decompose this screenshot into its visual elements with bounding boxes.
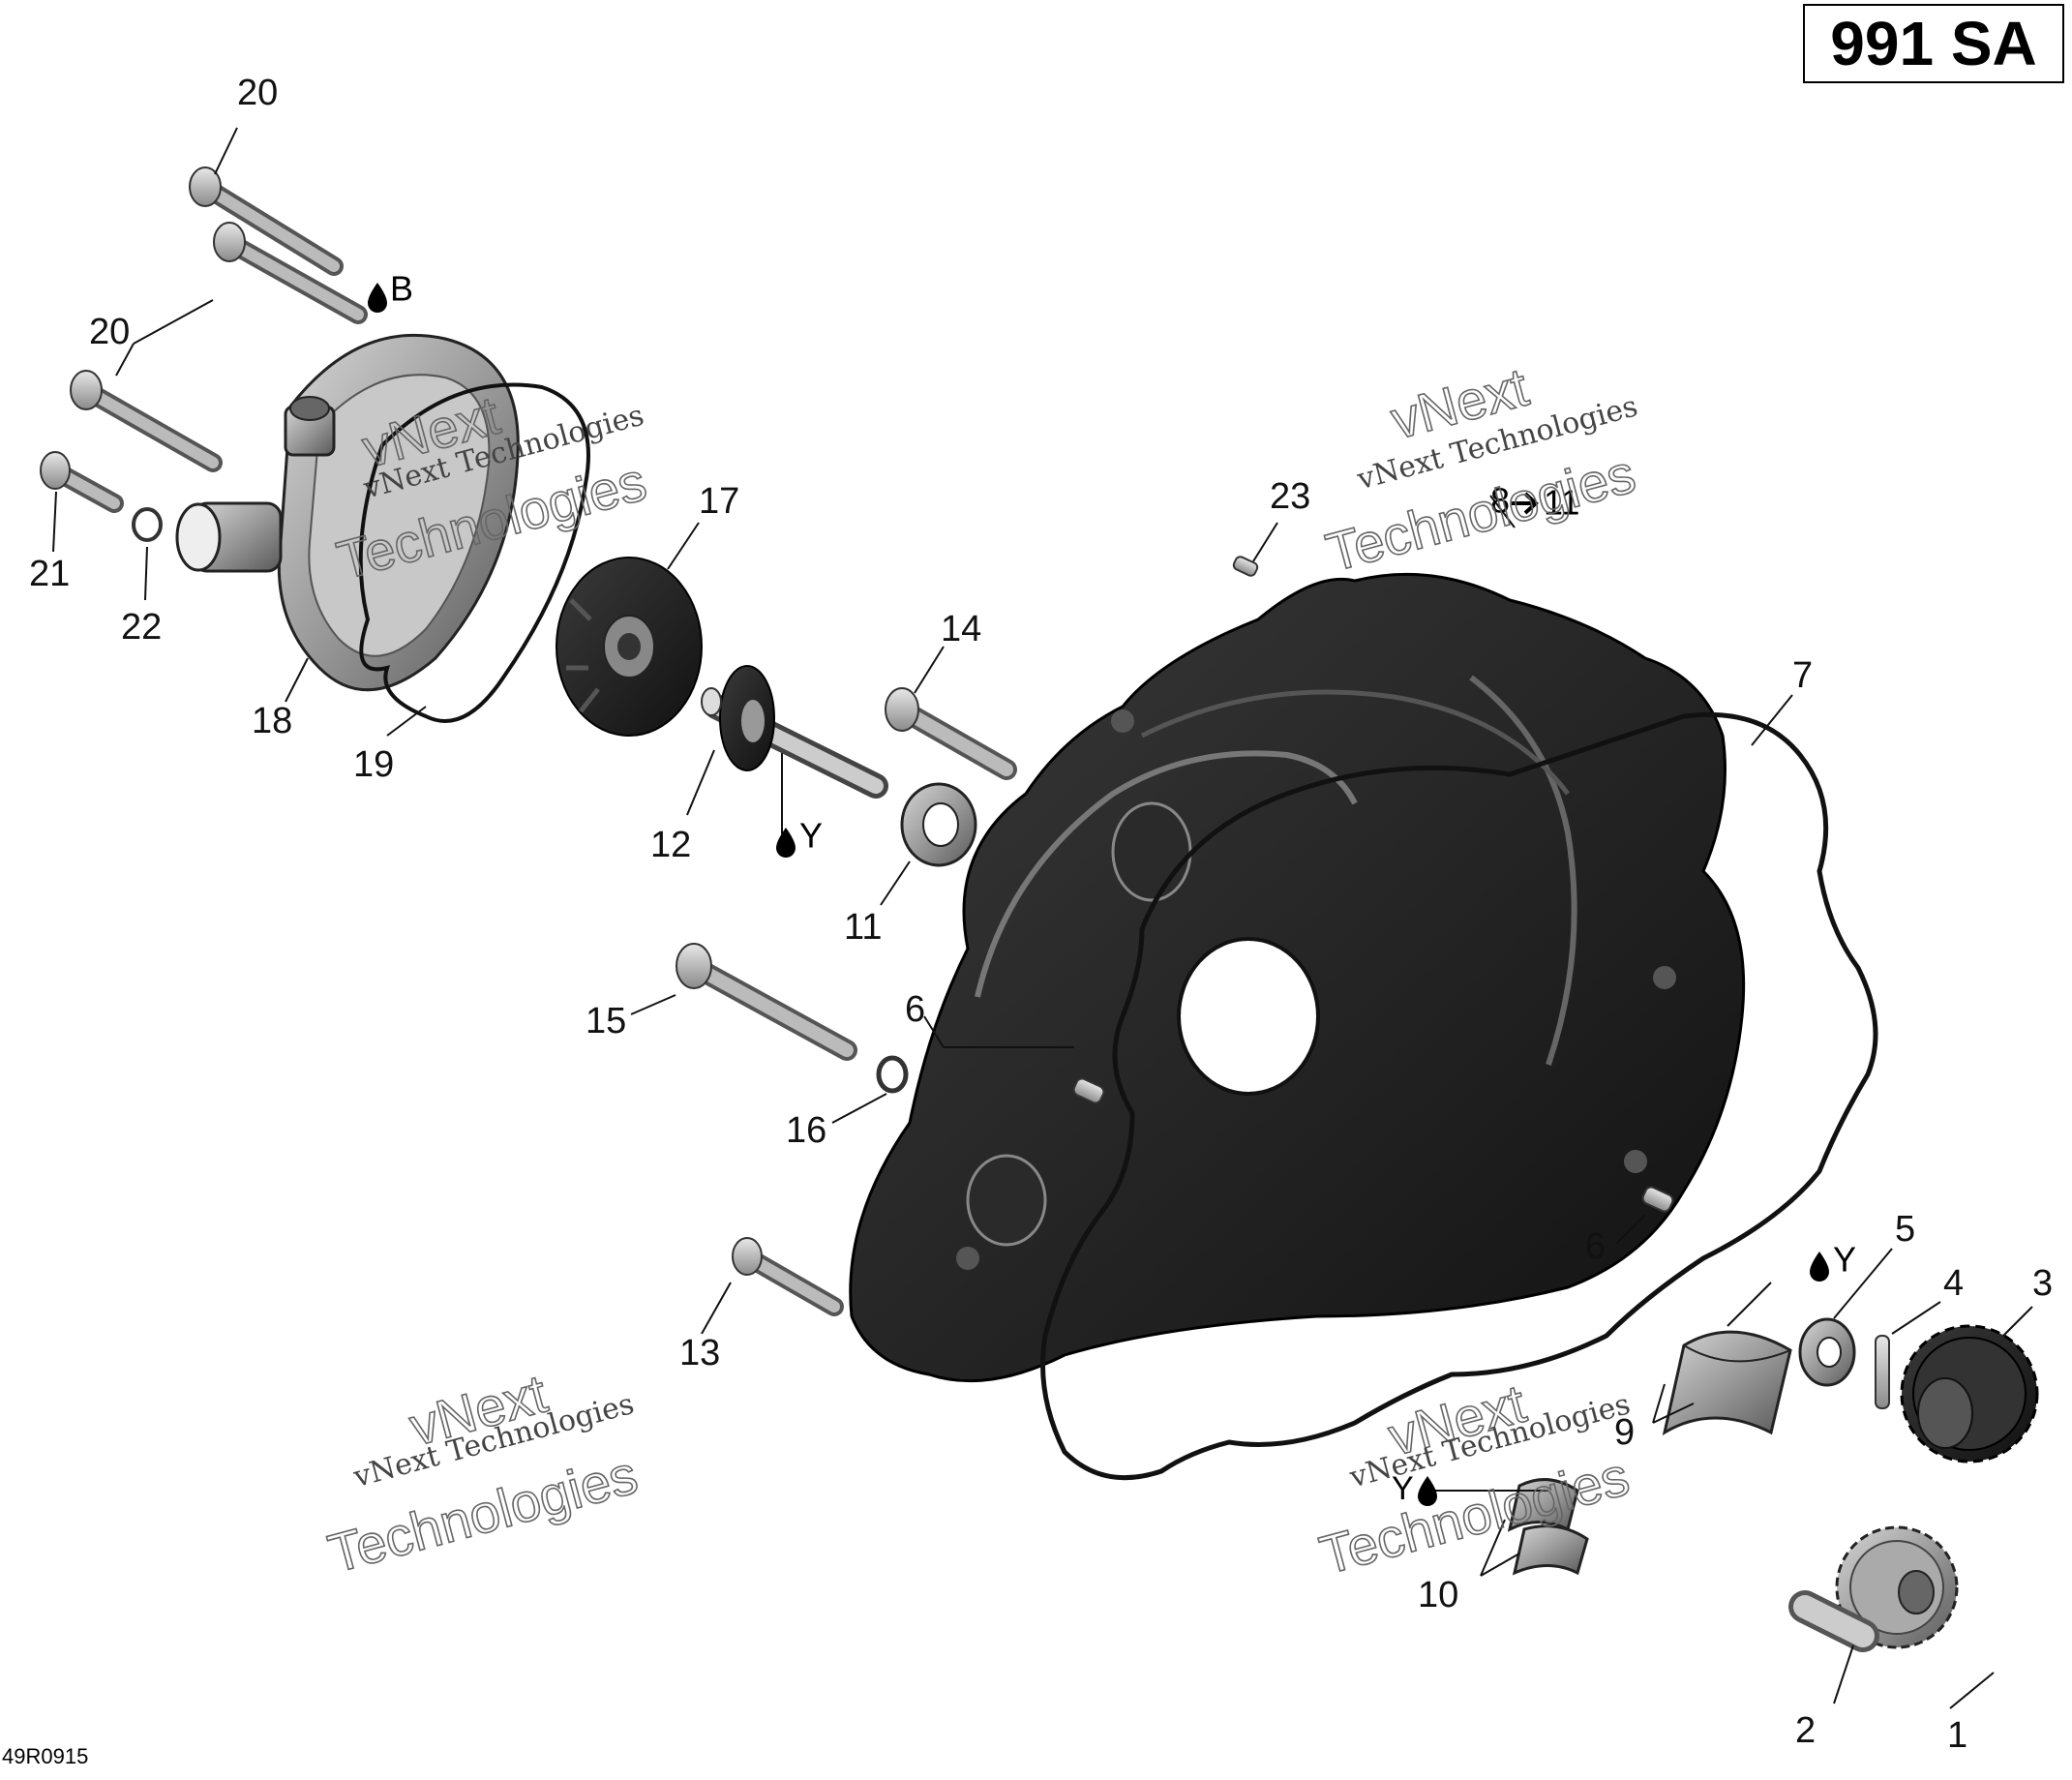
callout-5: 5	[1895, 1209, 1915, 1250]
pump-shaft-12	[701, 665, 888, 799]
drawing-code: 49R0915	[2, 1744, 89, 1768]
callout-20: 20	[237, 73, 278, 113]
lube-y-right-label: Y	[1833, 1240, 1856, 1280]
leader-lines	[52, 127, 2033, 1709]
callout-21: 21	[29, 554, 70, 594]
callout-12: 12	[650, 825, 691, 865]
bolt-20-top	[189, 166, 344, 276]
lube-symbol-b: B	[368, 269, 413, 313]
callout-11: 11	[844, 907, 882, 948]
callout-18: 18	[252, 701, 292, 741]
callout-2: 2	[1795, 1710, 1816, 1751]
water-pump-cover-18	[175, 333, 520, 692]
callout-17: 17	[699, 481, 739, 522]
washer-16	[876, 1055, 909, 1094]
callout-numbers: 20 20 21 22 18 19 17 12 11 14 15 16 13 2…	[29, 73, 2053, 1756]
bolt-20-middle	[213, 222, 368, 324]
callout-1: 1	[1947, 1715, 1967, 1756]
shaft-1	[1788, 1590, 1879, 1652]
arrow-right-icon	[1512, 492, 1539, 515]
dowel-6-right	[1641, 1186, 1674, 1213]
dowel-6-left	[1072, 1077, 1105, 1104]
callout-6: 6	[905, 989, 925, 1030]
torque-symbol: 8 11	[1490, 481, 1579, 523]
callout-23: 23	[1270, 476, 1310, 517]
lube-b-label: B	[390, 269, 413, 309]
bushing-9	[1662, 1330, 1792, 1436]
torque-target: 11	[1544, 483, 1579, 523]
watermark-bottom-left: vNext vNext Technologies Technologies	[321, 1362, 645, 1585]
lube-symbol-y-lower: Y	[1392, 1470, 1437, 1507]
callout-9: 9	[1614, 1412, 1635, 1453]
bolt-15	[676, 943, 857, 1061]
gear-2	[1835, 1525, 1959, 1649]
callout-15: 15	[586, 1001, 626, 1041]
gasket-bore	[1177, 937, 1320, 1096]
callout-22: 22	[121, 607, 162, 648]
lube-y-left-label: Y	[1392, 1470, 1414, 1507]
callout-16: 16	[786, 1110, 826, 1151]
lube-y-label: Y	[799, 816, 823, 856]
callout-20: 20	[89, 312, 130, 352]
cover-gasket-7	[1040, 711, 1878, 1481]
bolt-20-lower	[70, 370, 223, 472]
dowel-pin-23	[1232, 556, 1259, 577]
watermark-top-right: vNext vNext Technologies Technologies	[1319, 355, 1642, 585]
callout-3: 3	[2032, 1263, 2053, 1304]
pin-4	[1875, 1335, 1890, 1409]
callout-10: 10	[1418, 1575, 1458, 1615]
callout-13: 13	[679, 1333, 720, 1373]
callout-7: 7	[1792, 655, 1813, 696]
oil-seal-11	[900, 782, 977, 867]
bolt-14	[885, 687, 1017, 780]
lube-symbol-y-shaft: Y	[776, 816, 823, 858]
callout-19: 19	[353, 744, 394, 785]
bushing-10	[1507, 1478, 1589, 1576]
callout-14: 14	[941, 609, 981, 649]
gear-3	[1900, 1324, 2039, 1463]
torque-value: 8	[1490, 481, 1510, 521]
lube-symbol-y-bushing: Y	[1810, 1240, 1856, 1282]
watermark-bottom-right: vNext vNext Technologies Technologies	[1313, 1372, 1637, 1586]
bolt-21	[40, 451, 124, 513]
gasket-19	[358, 382, 590, 723]
impeller-17	[556, 557, 703, 737]
model-code-box: 991 SA	[1803, 4, 2064, 83]
model-code: 991 SA	[1830, 9, 2037, 78]
bolt-13	[732, 1237, 844, 1316]
callout-4: 4	[1943, 1263, 1964, 1304]
thrust-washer-5	[1798, 1317, 1856, 1387]
callout-6: 6	[1585, 1226, 1606, 1267]
washer-22	[132, 507, 163, 542]
